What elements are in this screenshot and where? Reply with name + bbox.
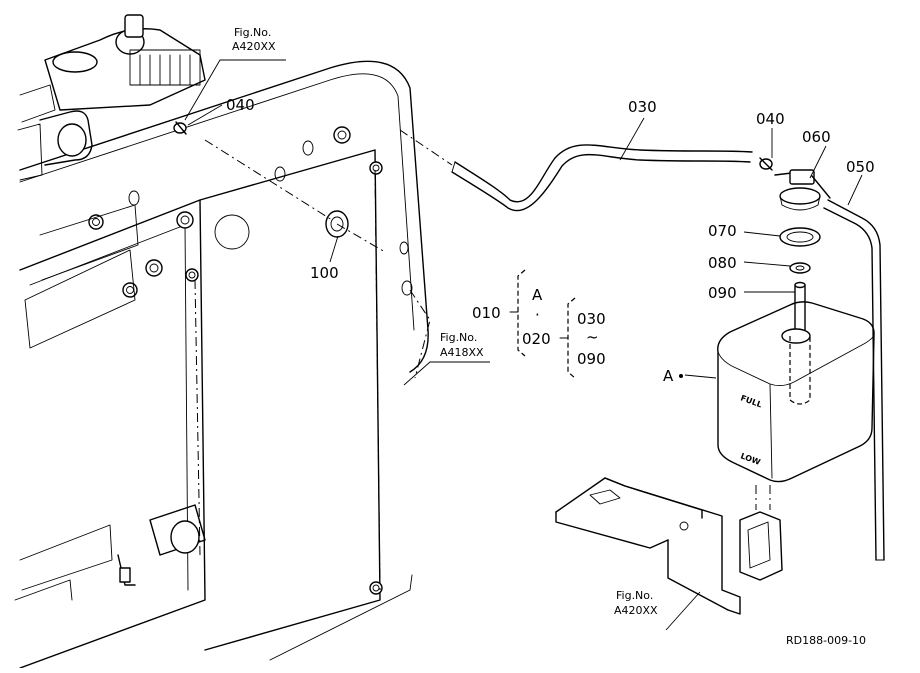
- washer-080: [789, 262, 811, 274]
- group-dot: ·: [535, 306, 540, 324]
- range-to-label: 090: [577, 350, 606, 368]
- part-070-label: 070: [708, 222, 737, 240]
- hose-clip-040-right: [759, 157, 773, 171]
- assembly-group-bracket: [509, 269, 576, 379]
- tank-cap-060: [774, 169, 831, 211]
- group-a-label: A: [532, 286, 543, 304]
- overflow-pipe-050: [823, 199, 885, 561]
- tank-full-mark: FULL: [739, 393, 763, 409]
- part-040-left-label: 040: [226, 96, 255, 114]
- radiator-assembly: [14, 14, 431, 669]
- tank-low-mark: LOW: [739, 451, 761, 467]
- range-from-label: 030: [577, 310, 606, 328]
- part-060-label: 060: [802, 128, 831, 146]
- part-080-label: 080: [708, 254, 737, 272]
- fig-ref-top-line2: A420XX: [232, 40, 276, 53]
- suction-tube-090: [794, 281, 806, 333]
- part-090-label: 090: [708, 284, 737, 302]
- reserve-tank: FULL LOW: [717, 301, 875, 483]
- drawing-code: RD188-009-10: [786, 634, 866, 647]
- hose-clip-040-left: [173, 121, 187, 135]
- tank-marker-label: A: [663, 367, 674, 385]
- part-050-label: 050: [846, 158, 875, 176]
- tank-marker-dot: [679, 374, 683, 378]
- fig-ref-top-line1: Fig.No.: [234, 26, 271, 39]
- range-tilde: ~: [586, 328, 599, 346]
- fig-ref-middle-line1: Fig.No.: [440, 331, 477, 344]
- fig-ref-bottom-line2: A420XX: [614, 604, 658, 617]
- part-030-label: 030: [628, 98, 657, 116]
- tank-bracket: [555, 477, 783, 615]
- leader-lines: [184, 59, 863, 631]
- gasket-070: [779, 227, 821, 247]
- fig-ref-middle-line2: A418XX: [440, 346, 484, 359]
- part-020-label: 020: [522, 330, 551, 348]
- overflow-hose-030: [399, 129, 753, 212]
- part-100-label: 100: [310, 264, 339, 282]
- fig-ref-bottom-line1: Fig.No.: [616, 589, 653, 602]
- part-040-right-label: 040: [756, 110, 785, 128]
- part-010-label: 010: [472, 304, 501, 322]
